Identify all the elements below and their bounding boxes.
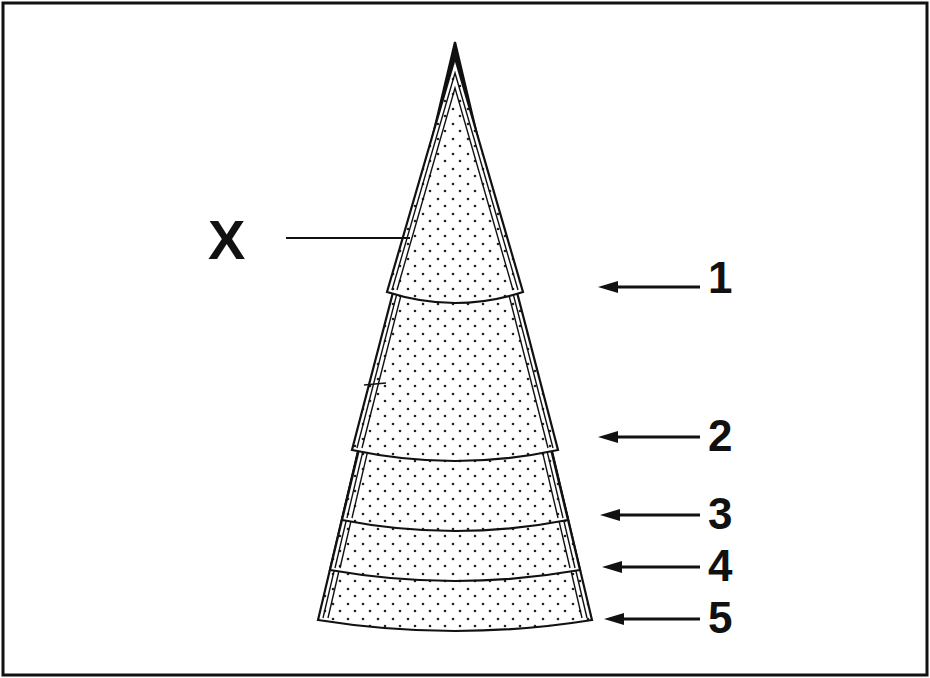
arrow-shaft xyxy=(612,286,700,289)
arrow-head xyxy=(604,613,624,625)
callout-number: 5 xyxy=(708,596,732,640)
leader-line xyxy=(286,237,410,239)
cone-layer xyxy=(352,54,558,461)
callout-number: 1 xyxy=(708,256,732,300)
arrow-shaft xyxy=(612,436,700,439)
arrow-shaft xyxy=(616,566,700,569)
arrow-shaft xyxy=(618,618,700,621)
shell-line xyxy=(397,88,513,290)
arrow-head xyxy=(600,509,620,521)
arrow-shaft xyxy=(614,514,700,517)
callout-number: 3 xyxy=(708,492,732,536)
shell-line xyxy=(392,73,518,290)
tick-mark xyxy=(364,383,386,385)
arrow-head xyxy=(598,431,618,443)
arrow-head xyxy=(602,561,622,573)
cone-layer xyxy=(387,58,523,303)
cone-layers xyxy=(318,42,592,631)
leader-lines xyxy=(286,238,700,625)
callout-number: 2 xyxy=(708,414,732,458)
callout-letter: X xyxy=(208,212,245,268)
callout-number: 4 xyxy=(708,544,732,588)
frame xyxy=(3,3,927,675)
cone-layer xyxy=(318,42,592,631)
cone-layer xyxy=(330,46,580,581)
arrow-head xyxy=(598,281,618,293)
cone-layer xyxy=(342,50,568,531)
